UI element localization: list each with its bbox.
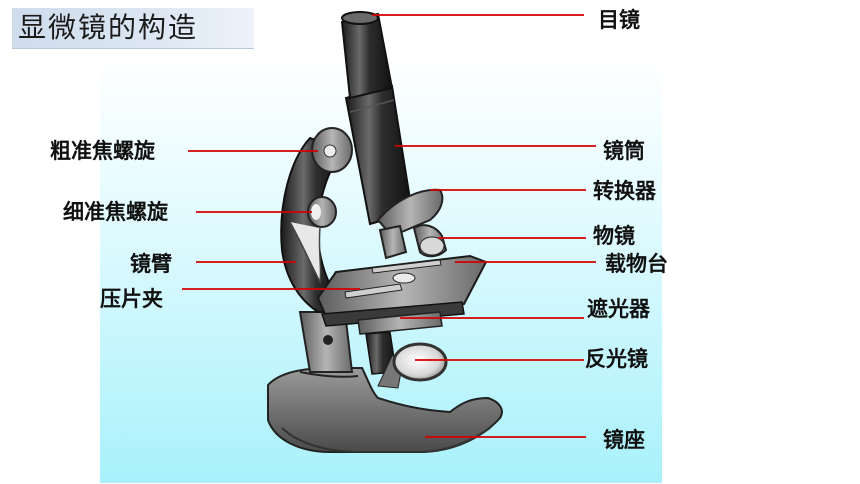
objective-part (378, 224, 448, 260)
label-objective: 物镜 (593, 224, 635, 248)
label-tube: 镜筒 (603, 139, 645, 163)
label-eyepiece: 目镜 (598, 8, 640, 32)
coarse-focus-knob (311, 127, 353, 173)
label-nosepiece: 转换器 (593, 179, 656, 203)
label-stage: 载物台 (605, 252, 668, 276)
title-banner (12, 8, 254, 49)
leader-lines (182, 14, 596, 438)
page-title: 显微镜的构造 (18, 11, 199, 44)
label-diaphragm: 遮光器 (587, 297, 650, 321)
base-part (267, 367, 503, 453)
label-stage-clip: 压片夹 (100, 287, 163, 311)
label-base: 镜座 (603, 428, 645, 452)
label-arm: 镜臂 (130, 252, 172, 276)
fine-focus-knob (307, 196, 337, 228)
label-mirror: 反光镜 (585, 347, 648, 371)
label-coarse-focus: 粗准焦螺旋 (50, 139, 155, 163)
mirror-part (377, 342, 448, 389)
eyepiece-part (340, 11, 394, 100)
label-fine-focus: 细准焦螺旋 (63, 200, 168, 224)
